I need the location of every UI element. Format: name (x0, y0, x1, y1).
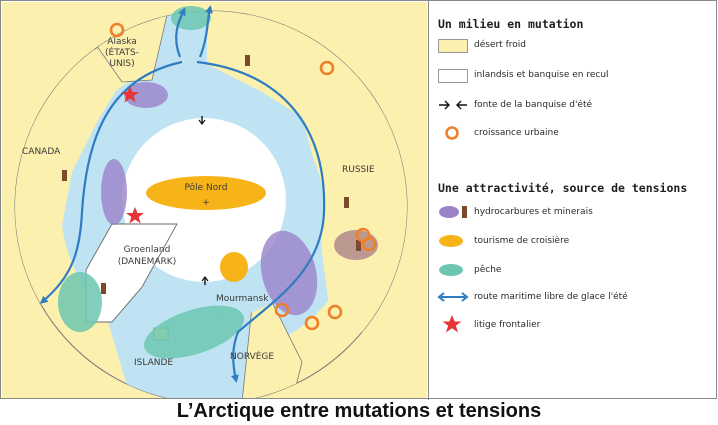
urban-growth-icon (274, 302, 290, 318)
sea-route-bering-east (198, 5, 213, 58)
legend: Un milieu en mutation désert froid inlan… (429, 1, 718, 400)
cruise-tourism-svalbard (220, 252, 248, 282)
ice-melt-arrow-head (201, 276, 209, 282)
legend-label: tourisme de croisière (474, 236, 570, 246)
mineral-marker (344, 197, 349, 208)
iceland-label: ISLANDE (134, 358, 173, 368)
legend-label: fonte de la banquise d'été (474, 100, 593, 110)
ice-swatch (438, 69, 468, 83)
north-pole-marker: + (202, 198, 210, 208)
urban-growth-icon (109, 22, 125, 38)
sea-route-northeast-passage (196, 60, 326, 383)
alaska-country-label-2: UNIS) (109, 59, 134, 69)
sea-route-northwest-passage (39, 60, 183, 304)
urban-growth-icon (327, 304, 343, 320)
urban-growth-icon (445, 126, 459, 140)
north-pole-label: Pôle Nord (184, 182, 227, 193)
greenland-label: Groenland (124, 245, 171, 255)
mineral-marker (101, 283, 106, 294)
cruise-tourism-pole (146, 176, 266, 210)
ice-melt-arrow-head (198, 119, 206, 125)
greenland-country-label: (DANEMARK) (118, 257, 176, 267)
urban-growth-icon (304, 315, 320, 331)
russia-label: RUSSIE (342, 165, 375, 175)
sea-route-bering-north (175, 7, 186, 58)
legend-label: désert froid (474, 40, 526, 50)
hydrocarbons-barents (260, 230, 318, 316)
legend-section-title: Une attractivité, source de tensions (438, 181, 688, 195)
urban-growth-icon (361, 236, 377, 252)
mineral-marker (356, 240, 361, 251)
mineral-marker (62, 170, 67, 181)
hydrocarbons-icon (439, 206, 467, 218)
legend-divider (428, 1, 429, 400)
fishing-icon (439, 264, 463, 276)
legend-label: route maritime libre de glace l'été (474, 292, 628, 302)
hydrocarbons-canada (101, 159, 127, 225)
alaska-country-label: (ÉTATS- (105, 46, 139, 58)
greenland (85, 223, 178, 323)
border-dispute-star (126, 207, 144, 224)
urban-growth-icon (319, 60, 335, 76)
cruise-tourism-icon (439, 235, 463, 247)
legend-label: pêche (474, 265, 502, 275)
alaska-label: Alaska (107, 37, 136, 47)
canada-label: CANADA (22, 147, 61, 157)
legend-label: croissance urbaine (474, 128, 559, 138)
norway-label: NORVÈGE (230, 350, 274, 362)
fishing-zone-iceland (144, 305, 244, 359)
sea-route-icon (437, 292, 469, 302)
mineral-marker (245, 55, 250, 66)
ice-melt-icon (439, 100, 467, 110)
arctic-map: Alaska (ÉTATS- UNIS) CANADA RUSSIE Pôle … (2, 2, 427, 398)
border-dispute-icon (442, 315, 462, 333)
legend-label: hydrocarbures et minerais (474, 207, 593, 217)
fishing-zone-greenland (58, 272, 102, 332)
legend-label: inlandsis et banquise en recul (474, 70, 609, 80)
cold-desert-swatch (438, 39, 468, 53)
legend-section-title: Un milieu en mutation (438, 17, 584, 31)
murmansk-label: Mourmansk (216, 294, 269, 304)
border-dispute-star (121, 86, 139, 103)
legend-label: litige frontalier (474, 320, 541, 330)
map-frame: Alaska (ÉTATS- UNIS) CANADA RUSSIE Pôle … (0, 0, 718, 400)
map-caption: L’Arctique entre mutations et tensions (176, 400, 542, 422)
